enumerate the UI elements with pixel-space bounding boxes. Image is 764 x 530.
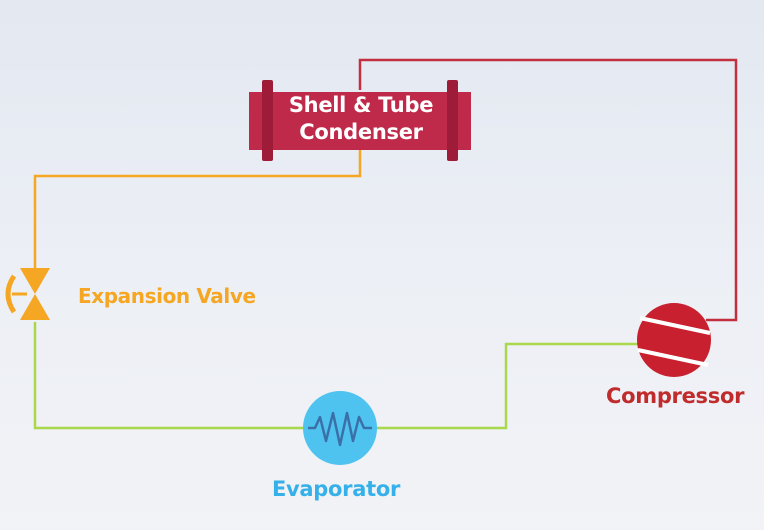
- discharge-line: [358, 58, 738, 322]
- liquid-line: [33, 150, 362, 270]
- compressor-stripe-upper: [639, 316, 711, 335]
- compressor-stripe-lower: [637, 348, 709, 367]
- condenser-label-line1: Shell & Tube: [288, 93, 434, 117]
- condenser-label-line2: Condenser: [299, 120, 423, 144]
- evaporator-label: Evaporator: [272, 477, 401, 501]
- compressor-label: Compressor: [606, 384, 745, 408]
- expansion-valve-label: Expansion Valve: [78, 284, 256, 308]
- valve-actuator: [5, 274, 17, 314]
- condenser-right-bar: [447, 80, 458, 161]
- valve-upper-triangle: [20, 268, 50, 294]
- condenser-left-bar: [262, 80, 273, 161]
- valve-lower-triangle: [20, 294, 50, 320]
- expansion-valve-icon: [5, 268, 50, 320]
- compressor-icon: [637, 303, 711, 377]
- evaporator-coil: [308, 411, 372, 447]
- condenser: [249, 80, 471, 161]
- condenser-body: [249, 92, 471, 150]
- compressor-body: [637, 303, 711, 377]
- condenser-label: Shell & Tube Condenser: [262, 92, 460, 146]
- evaporator-icon: [303, 391, 377, 465]
- suction-line: [33, 322, 642, 430]
- evaporator-body: [303, 391, 377, 465]
